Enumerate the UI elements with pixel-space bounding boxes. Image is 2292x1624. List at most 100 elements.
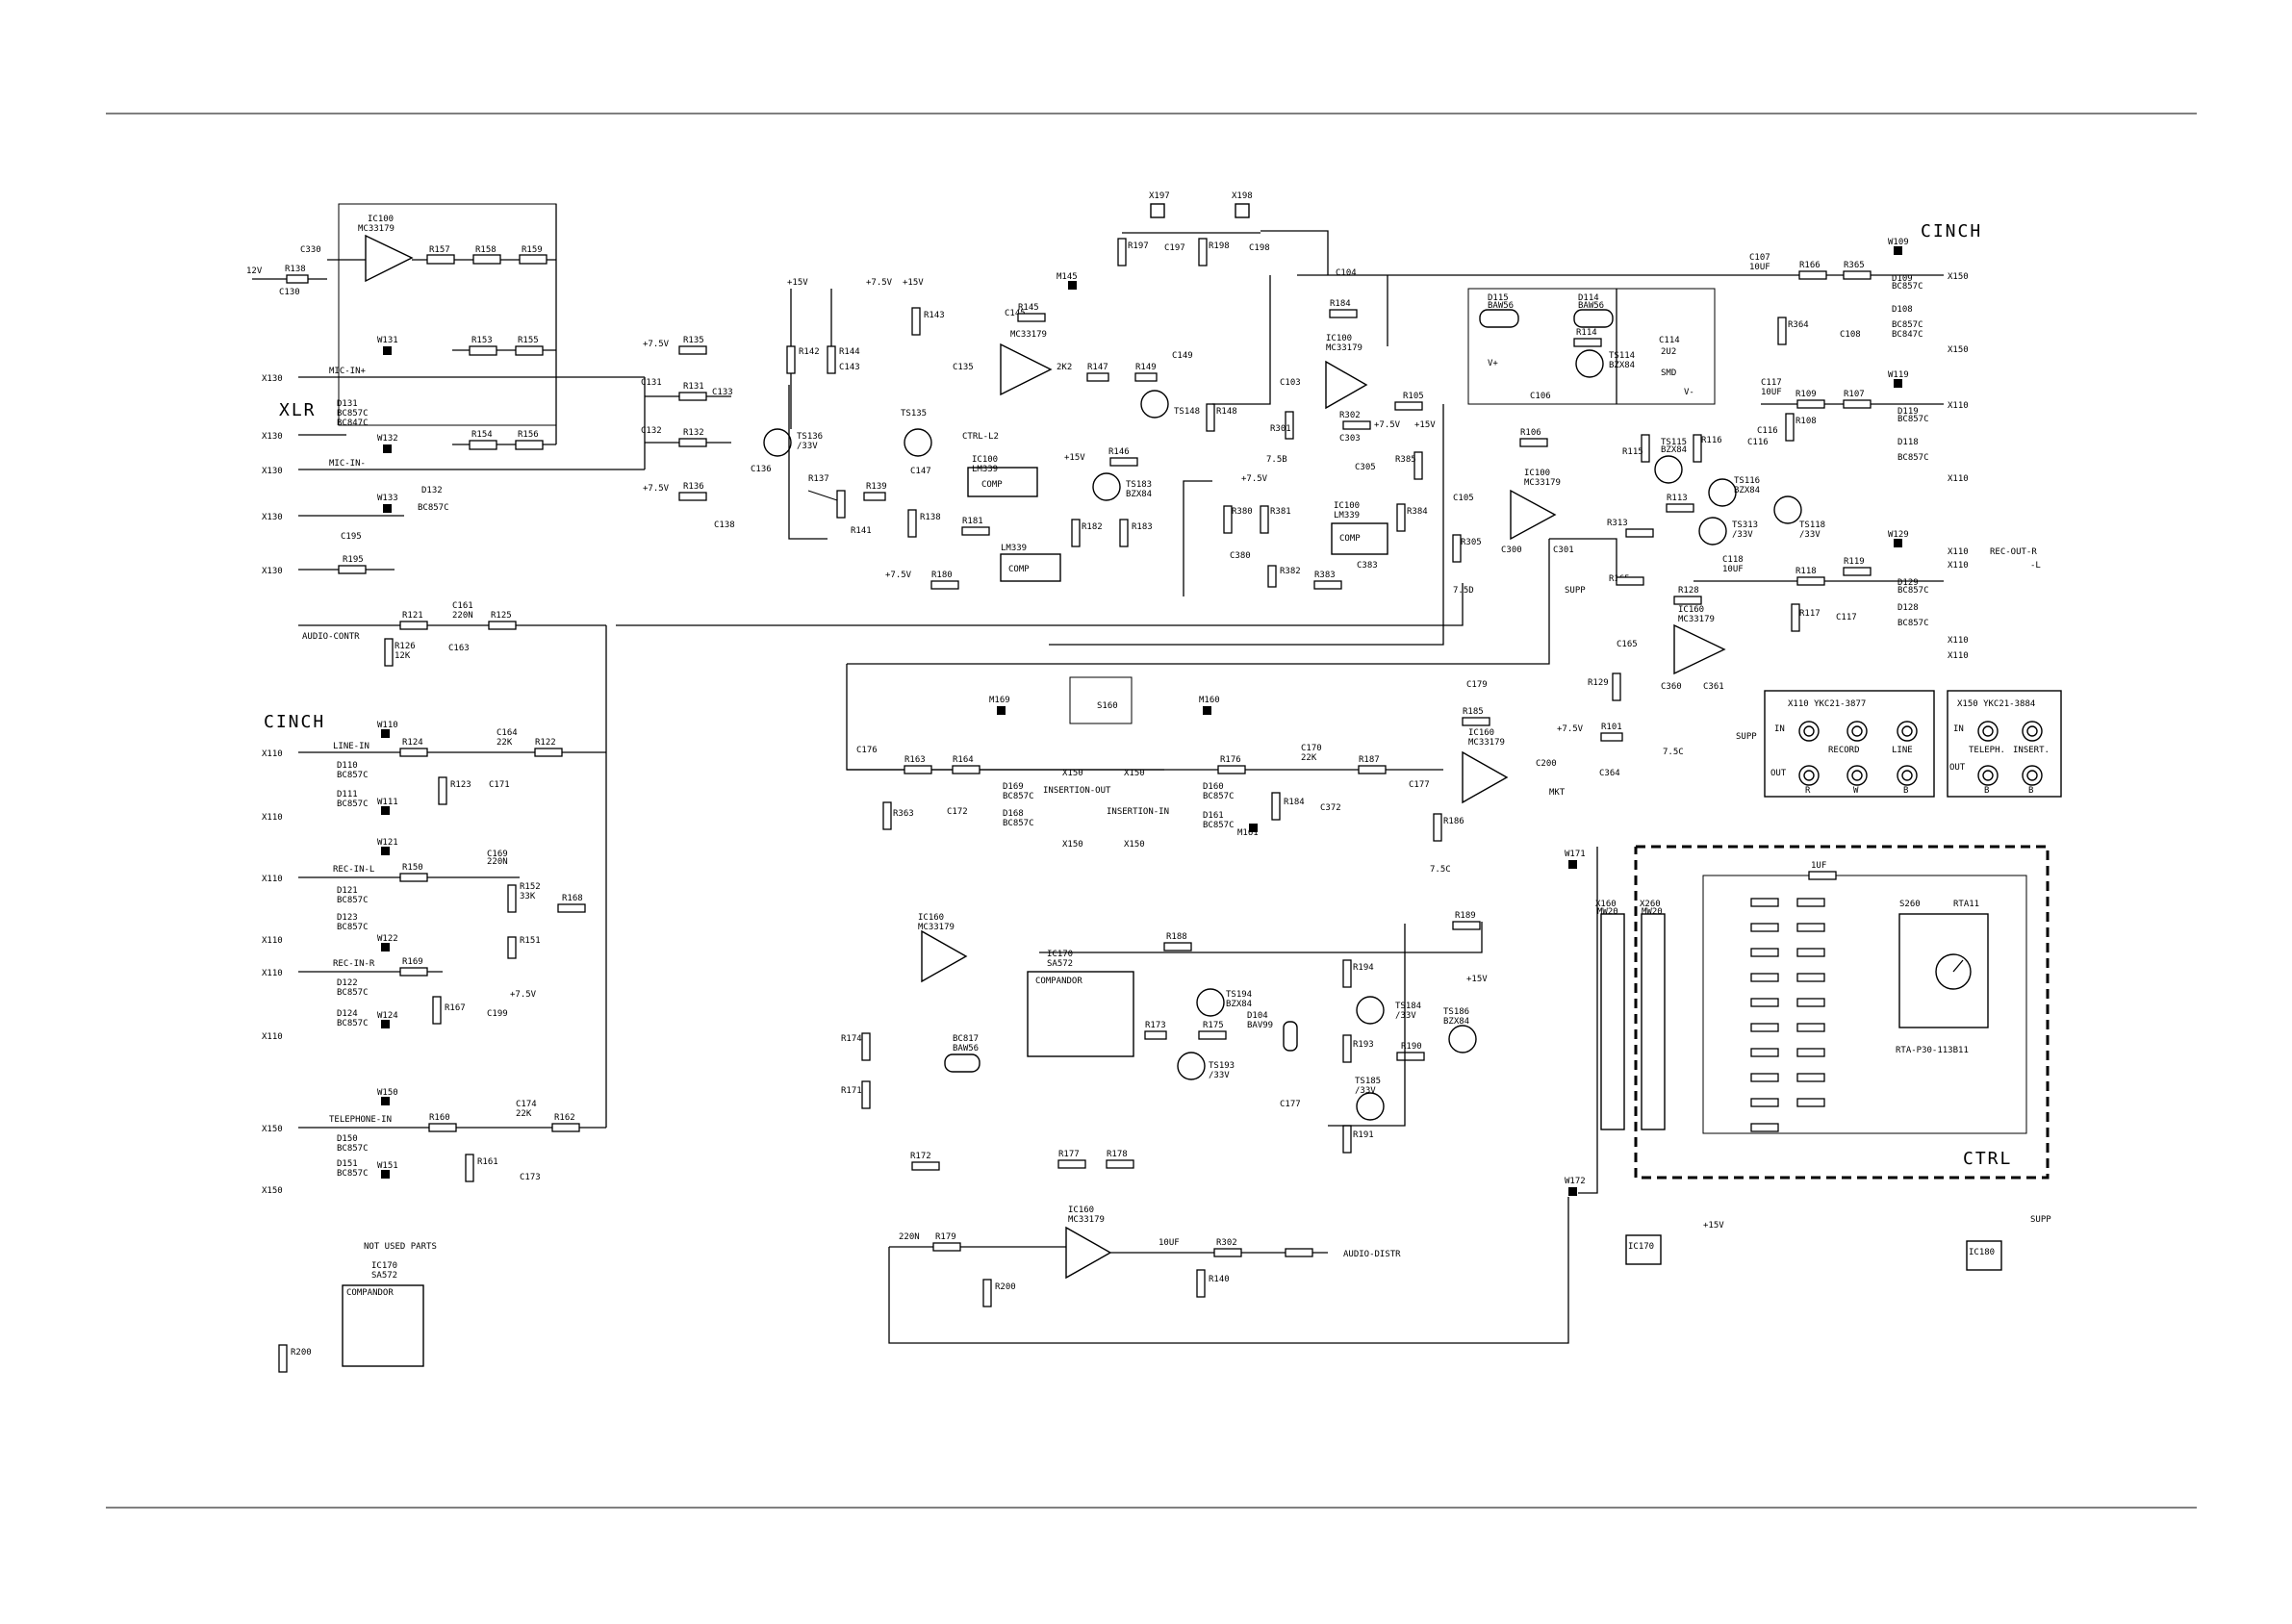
svg-text:C301: C301 (1553, 546, 1574, 555)
svg-text:R380: R380 (1232, 507, 1253, 517)
svg-text:R365: R365 (1844, 261, 1865, 270)
supply-section: IC170 +15V IC180 SUPP (1625, 1215, 2051, 1271)
svg-text:D104: D104 (1247, 1011, 1268, 1021)
svg-text:R147: R147 (1087, 363, 1108, 372)
svg-text:/33V: /33V (1732, 530, 1753, 540)
svg-text:R171: R171 (841, 1086, 862, 1096)
svg-text:+7.5V: +7.5V (1374, 420, 1401, 430)
compandor-unused (342, 1284, 424, 1367)
svg-text:R193: R193 (1353, 1040, 1374, 1050)
svg-text:D151: D151 (337, 1159, 358, 1169)
svg-text:C199: C199 (487, 1009, 508, 1019)
svg-text:R123: R123 (450, 780, 471, 790)
svg-text:V+: V+ (1488, 359, 1498, 368)
svg-text:R383: R383 (1314, 571, 1336, 580)
svg-text:C104: C104 (1336, 268, 1357, 278)
svg-text:12K: 12K (395, 651, 411, 661)
svg-text:D132: D132 (421, 486, 443, 495)
svg-text:W150: W150 (377, 1088, 398, 1098)
svg-text:R152: R152 (520, 882, 541, 892)
svg-text:R178: R178 (1107, 1150, 1128, 1159)
svg-text:R200: R200 (291, 1348, 312, 1358)
svg-text:BC857C: BC857C (1203, 792, 1235, 801)
svg-text:R382: R382 (1280, 567, 1301, 576)
svg-text:OUT: OUT (1770, 769, 1787, 778)
svg-text:/33V: /33V (797, 442, 818, 451)
cinch-top-label: CINCH (1921, 221, 1982, 241)
svg-text:BAW56: BAW56 (953, 1044, 979, 1053)
svg-text:X110: X110 (262, 813, 283, 823)
svg-text:TS194: TS194 (1226, 990, 1252, 1000)
svg-text:MC33179: MC33179 (1678, 615, 1715, 624)
svg-text:10UF: 10UF (1749, 263, 1770, 272)
svg-text:TS184: TS184 (1395, 1002, 1421, 1011)
svg-text:R135: R135 (683, 336, 704, 345)
svg-text:R116: R116 (1701, 436, 1722, 445)
svg-text:C383: C383 (1357, 561, 1378, 571)
svg-text:X110: X110 (262, 875, 283, 884)
svg-text:R198: R198 (1209, 241, 1230, 251)
svg-text:R183: R183 (1132, 522, 1153, 532)
svg-text:R121: R121 (402, 611, 423, 621)
svg-text:TS185: TS185 (1355, 1077, 1381, 1086)
svg-text:C195: C195 (341, 532, 362, 542)
mic-input-section: IC100 MC33179 R157 R158 R159 C330 12V R1… (246, 203, 645, 576)
svg-text:C169: C169 (487, 850, 508, 859)
svg-text:IC170: IC170 (371, 1261, 397, 1271)
svg-text:C170: C170 (1301, 744, 1322, 753)
svg-text:BC857C: BC857C (337, 409, 369, 419)
svg-text:R385: R385 (1395, 455, 1416, 465)
svg-text:R151: R151 (520, 936, 541, 946)
svg-text:C149: C149 (1172, 351, 1193, 361)
svg-text:R189: R189 (1455, 911, 1476, 921)
svg-text:BC857C: BC857C (1897, 453, 1929, 463)
svg-text:X198: X198 (1232, 191, 1253, 201)
svg-text:IC100: IC100 (1326, 334, 1352, 343)
svg-text:BZX84: BZX84 (1443, 1017, 1469, 1027)
svg-text:R128: R128 (1678, 586, 1699, 596)
svg-text:R172: R172 (910, 1152, 931, 1161)
svg-text:R167: R167 (445, 1003, 466, 1013)
svg-text:R168: R168 (562, 894, 583, 903)
svg-text:SUPP: SUPP (2030, 1215, 2051, 1225)
ctrl-l2-label: CTRL-L2 (962, 432, 999, 442)
svg-text:X130: X130 (262, 567, 283, 576)
svg-text:R363: R363 (893, 809, 914, 819)
svg-text:X150: X150 (1062, 840, 1083, 850)
svg-text:COMPANDOR: COMPANDOR (346, 1288, 394, 1298)
svg-text:R195: R195 (343, 555, 364, 565)
svg-text:BZX84: BZX84 (1126, 490, 1152, 499)
svg-text:BAW56: BAW56 (1488, 301, 1514, 311)
svg-text:X110: X110 (262, 969, 283, 978)
svg-text:R163: R163 (904, 755, 926, 765)
svg-text:R301: R301 (1270, 424, 1291, 434)
svg-text:X110: X110 (262, 1032, 283, 1042)
svg-text:1UF: 1UF (1811, 861, 1826, 871)
line-in-label: LINE-IN (333, 742, 369, 751)
svg-text:IC100: IC100 (972, 455, 998, 465)
svg-text:C177: C177 (1280, 1100, 1301, 1109)
svg-text:W129: W129 (1888, 530, 1909, 540)
svg-text:/33V: /33V (1209, 1071, 1230, 1080)
svg-text:LINE: LINE (1892, 746, 1913, 755)
svg-text:/33V: /33V (1355, 1086, 1376, 1096)
svg-text:BAW56: BAW56 (1578, 301, 1604, 311)
svg-text:TS193: TS193 (1209, 1061, 1235, 1071)
svg-text:X150: X150 (1948, 272, 1969, 282)
svg-text:C116: C116 (1747, 438, 1769, 447)
svg-text:RTA11: RTA11 (1953, 900, 1979, 909)
svg-text:IC170: IC170 (1047, 950, 1073, 959)
svg-text:TS115: TS115 (1661, 438, 1687, 447)
svg-text:BZX84: BZX84 (1609, 361, 1635, 370)
svg-text:C108: C108 (1840, 330, 1861, 340)
detector-section: IC100 MC33179 C104 R184 C103 R301 7.5B R… (1223, 268, 1436, 590)
svg-text:X130: X130 (262, 432, 283, 442)
svg-text:C147: C147 (910, 467, 931, 476)
svg-text:C132: C132 (641, 426, 662, 436)
svg-text:BZX84: BZX84 (1734, 486, 1760, 495)
svg-text:C116: C116 (1757, 426, 1778, 436)
svg-text:C172: C172 (947, 807, 968, 817)
svg-text:INSERT.: INSERT. (2013, 746, 2050, 755)
